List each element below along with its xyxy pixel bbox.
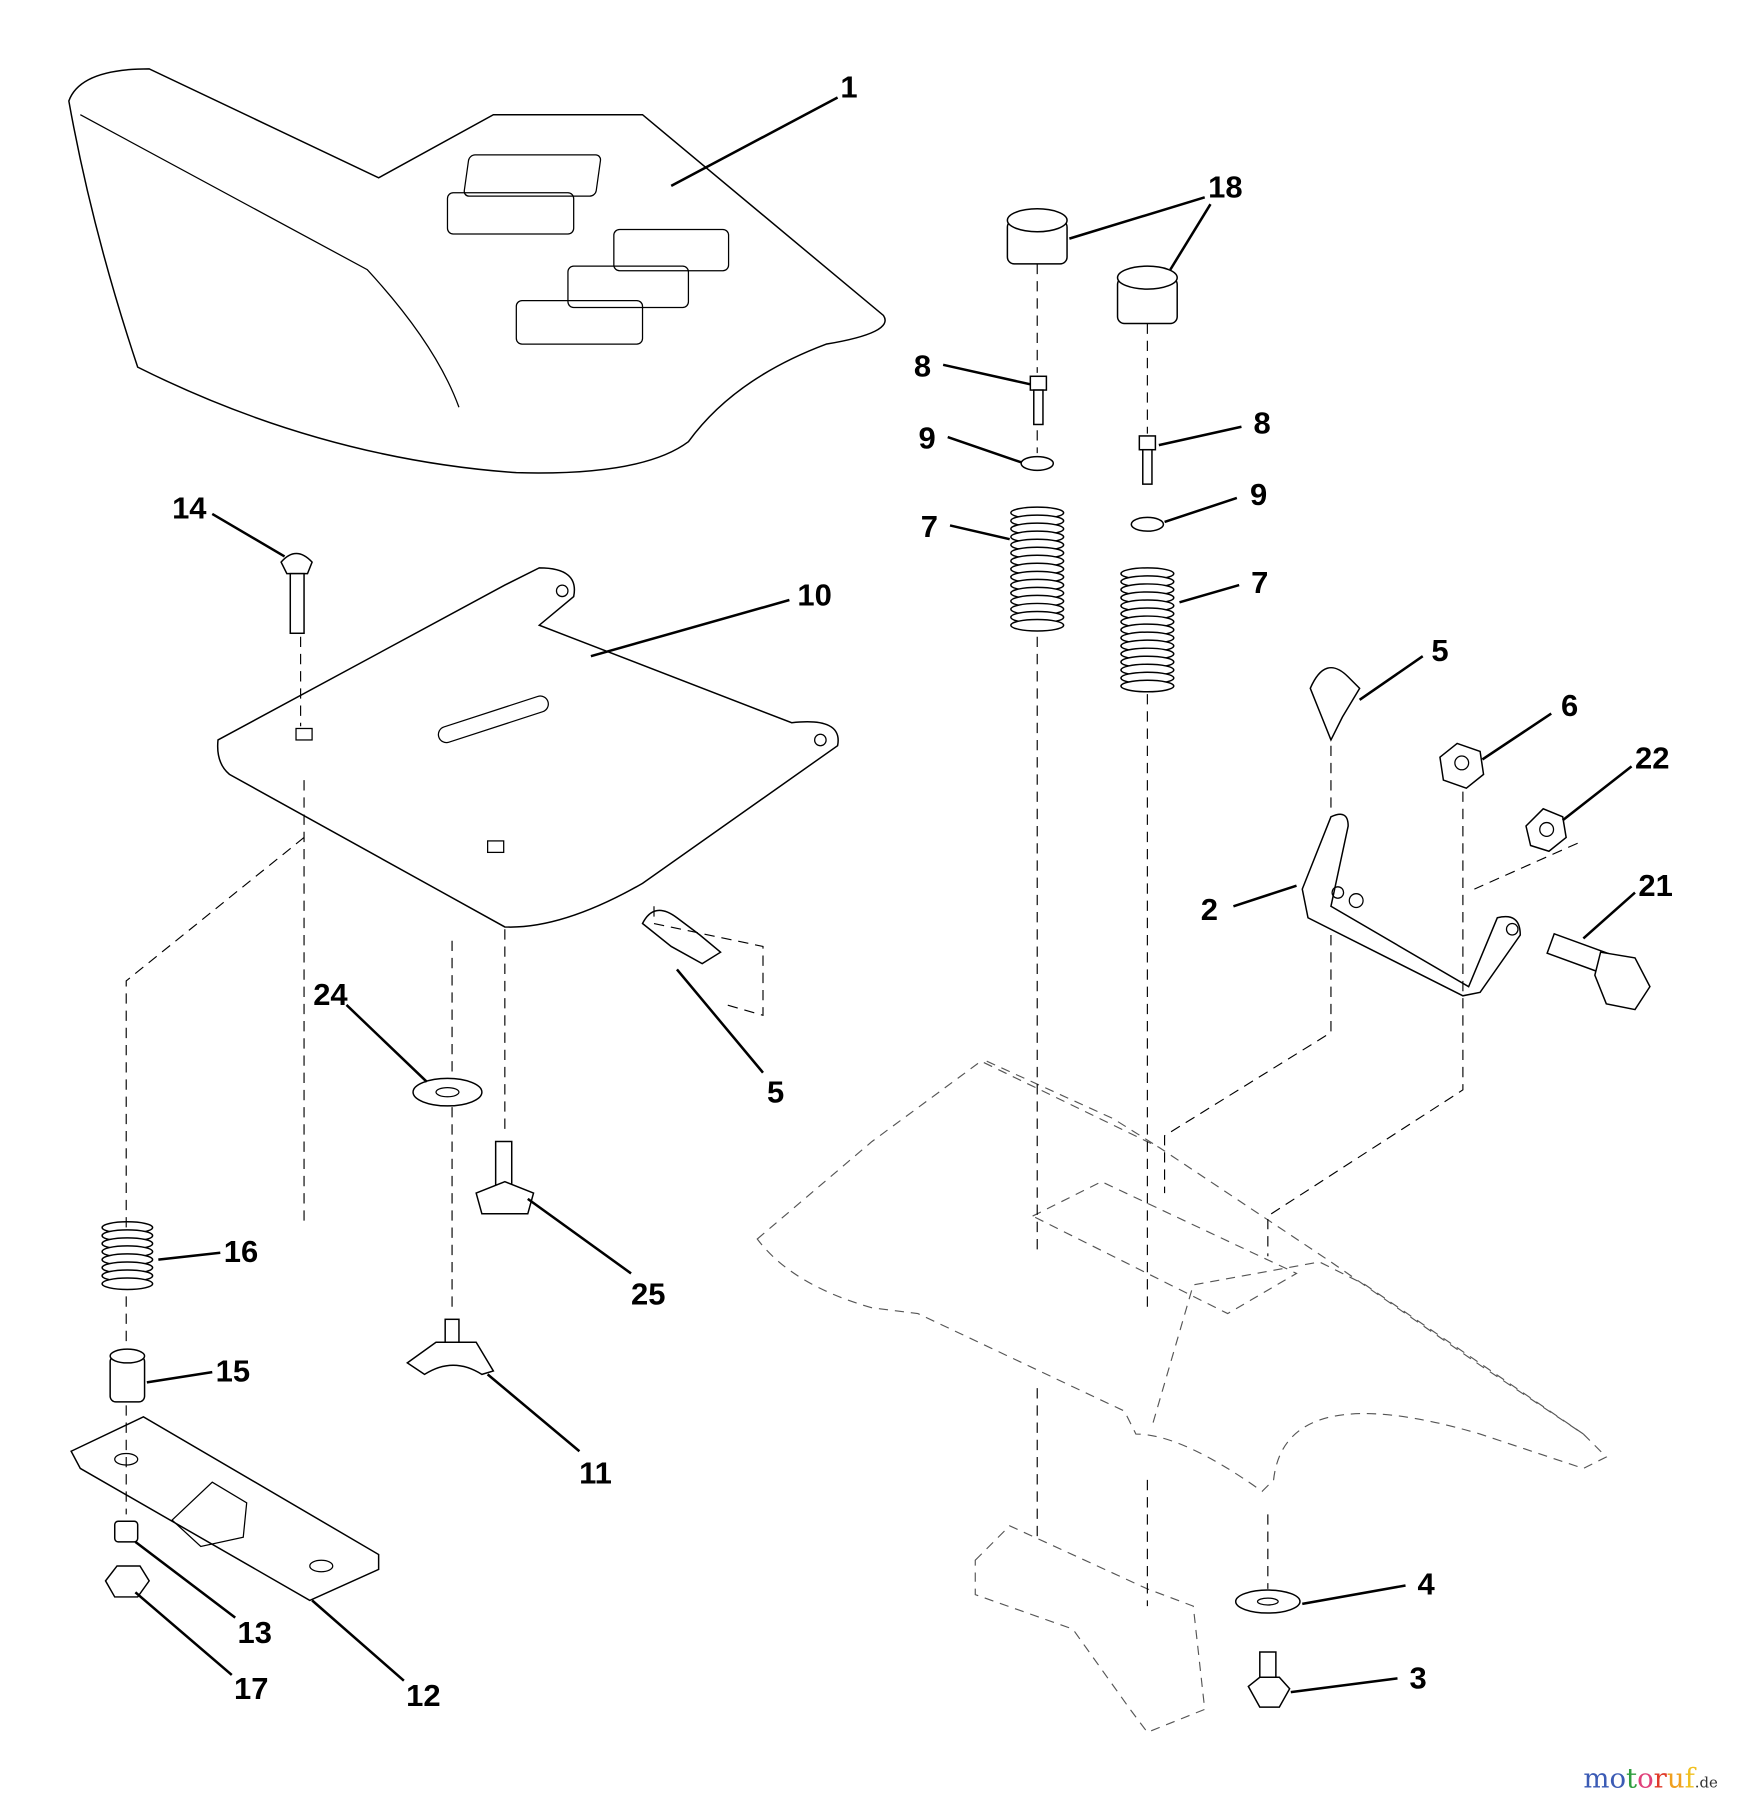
callout-5: 5 — [1431, 633, 1448, 668]
callout-9: 9 — [1250, 477, 1267, 512]
callout-8: 8 — [914, 348, 931, 383]
spacer-parts — [1006, 208, 1178, 325]
callout-1: 1 — [840, 70, 857, 105]
callout-14: 14 — [172, 491, 207, 526]
callout-8: 8 — [1253, 406, 1270, 441]
callout-15: 15 — [216, 1353, 250, 1388]
spring-coil — [101, 1277, 154, 1291]
seat-pan-part — [216, 567, 839, 928]
spring-coil — [1120, 679, 1175, 693]
callout-13: 13 — [237, 1615, 271, 1650]
assembly-lines — [125, 263, 1578, 1607]
frame-hardware — [1234, 1589, 1301, 1708]
callout-7: 7 — [921, 509, 938, 544]
callout-18: 18 — [1208, 169, 1242, 204]
carriage-bolt-part — [280, 552, 313, 635]
lower-plate-parts — [70, 1348, 380, 1602]
callout-7: 7 — [1251, 565, 1268, 600]
nut-parts — [1439, 742, 1651, 1011]
watermark-logo: motoruf.de — [1583, 1762, 1718, 1794]
seat-part — [68, 68, 886, 474]
tractor-frame-outline — [756, 1060, 1608, 1734]
clip-parts — [641, 666, 1361, 965]
callout-10: 10 — [797, 578, 831, 613]
leader-lines — [134, 96, 1636, 1694]
callout-4: 4 — [1418, 1567, 1436, 1602]
hardware-parts — [406, 1077, 535, 1376]
callout-3: 3 — [1410, 1661, 1427, 1696]
callout-17: 17 — [234, 1671, 268, 1706]
callout-11: 11 — [579, 1455, 612, 1490]
spring-coil — [1010, 618, 1065, 632]
callout-12: 12 — [406, 1678, 440, 1713]
callout-25: 25 — [631, 1276, 665, 1311]
callout-21: 21 — [1638, 868, 1672, 903]
callout-6: 6 — [1561, 688, 1578, 723]
callout-22: 22 — [1635, 741, 1669, 776]
callout-2: 2 — [1201, 892, 1218, 927]
callout-24: 24 — [313, 977, 348, 1012]
callout-5: 5 — [767, 1074, 784, 1109]
bracket-part — [1301, 813, 1522, 997]
spring-assemblies — [101, 375, 1175, 1291]
callout-9: 9 — [918, 421, 935, 456]
callout-16: 16 — [224, 1234, 258, 1269]
